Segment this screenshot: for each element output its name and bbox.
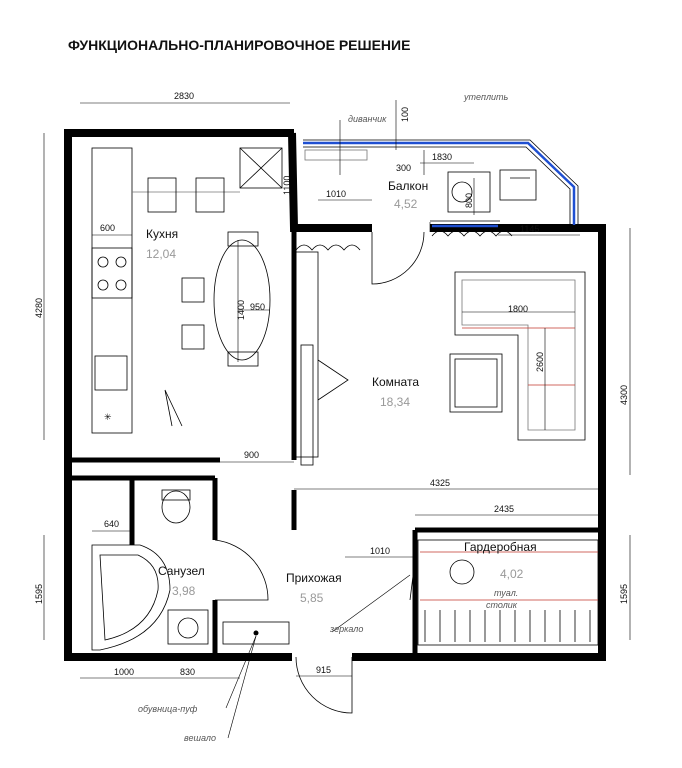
room-name-kitchen: Кухня bbox=[146, 227, 178, 241]
note-uteplit: утеплить bbox=[463, 92, 509, 102]
dim-4325: 4325 bbox=[430, 478, 450, 488]
room-name-wardrobe: Гардеробная bbox=[464, 540, 537, 554]
tv-unit bbox=[295, 251, 319, 458]
room-area-balcony: 4,52 bbox=[394, 197, 418, 211]
dim-300: 300 bbox=[396, 163, 411, 173]
svg-text:✳: ✳ bbox=[104, 412, 112, 422]
bathtub bbox=[91, 544, 171, 651]
dim-1000: 1000 bbox=[114, 667, 134, 677]
room-area-hall: 5,85 bbox=[300, 591, 324, 605]
note-tualet-stolik: туал. столик bbox=[486, 588, 521, 610]
dim-4300: 4300 bbox=[619, 385, 629, 405]
dim-915: 915 bbox=[316, 665, 331, 675]
dim-1145: 1145 bbox=[520, 224, 539, 234]
balcony-furniture bbox=[447, 169, 537, 213]
hall-furniture bbox=[222, 539, 599, 646]
shoe-bench bbox=[222, 621, 290, 645]
room-name-balcony: Балкон bbox=[388, 179, 428, 193]
dim-4280: 4280 bbox=[34, 298, 44, 318]
dim-2600: 2600 bbox=[535, 352, 545, 372]
interior-walls bbox=[68, 228, 602, 657]
dim-800: 800 bbox=[464, 193, 474, 208]
balcony-bench bbox=[304, 149, 368, 161]
fridge-icon bbox=[239, 147, 283, 189]
dim-1830: 1830 bbox=[432, 152, 452, 162]
curtain-left bbox=[295, 244, 361, 251]
balcony-outline bbox=[303, 139, 579, 232]
dim-2435: 2435 bbox=[494, 504, 514, 514]
room-name-hall: Прихожая bbox=[286, 571, 342, 585]
dim-640: 640 bbox=[104, 519, 119, 529]
dimension-lines bbox=[43, 100, 631, 739]
corner-sofa bbox=[454, 271, 586, 441]
toilet bbox=[161, 490, 191, 524]
note-zerkalo: зеркало bbox=[329, 624, 363, 634]
dim-1010-hall: 1010 bbox=[370, 546, 390, 556]
vanity-stool bbox=[449, 559, 475, 585]
note-veshalo: вешало bbox=[184, 733, 216, 743]
curtain-right bbox=[431, 230, 513, 237]
dim-900: 900 bbox=[244, 450, 259, 460]
dim-950: 950 bbox=[250, 302, 265, 312]
washbasin bbox=[167, 609, 209, 645]
dim-1400: 1400 bbox=[236, 300, 246, 320]
note-tualet-line-2: столик bbox=[486, 600, 518, 610]
dim-100: 100 bbox=[400, 107, 410, 122]
room-area-wardrobe: 4,02 bbox=[500, 567, 524, 581]
dim-2830: 2830 bbox=[174, 91, 194, 101]
plan-title: ФУНКЦИОНАЛЬНО-ПЛАНИРОВОЧНОЕ РЕШЕНИЕ bbox=[68, 37, 410, 53]
room-name-bathroom: Санузел bbox=[158, 564, 205, 578]
dim-1595-right: 1595 bbox=[619, 584, 629, 604]
dining-table bbox=[213, 239, 271, 361]
room-name-living: Комната bbox=[372, 375, 419, 389]
stove-icon bbox=[91, 247, 133, 299]
dim-1595-left: 1595 bbox=[34, 584, 44, 604]
armchair bbox=[447, 171, 491, 213]
dim-1800: 1800 bbox=[508, 304, 528, 314]
sink-icon bbox=[94, 355, 128, 391]
note-tualet-line-1: туал. bbox=[494, 588, 518, 598]
insulation-line bbox=[303, 141, 576, 225]
dim-600: 600 bbox=[100, 223, 115, 233]
bathroom-fixtures bbox=[91, 489, 209, 651]
coffee-table bbox=[449, 353, 503, 413]
room-area-living: 18,34 bbox=[380, 395, 410, 409]
dim-830: 830 bbox=[180, 667, 195, 677]
room-area-kitchen: 12,04 bbox=[146, 247, 176, 261]
living-furniture bbox=[295, 230, 586, 466]
note-divanchik: диванчик bbox=[348, 114, 387, 124]
dim-1010-balcony: 1010 bbox=[326, 189, 346, 199]
doors bbox=[214, 231, 425, 714]
room-area-bathroom: 3,98 bbox=[172, 584, 196, 598]
kitchen-furniture: ✳ bbox=[91, 147, 283, 434]
dim-1100: 1100 bbox=[282, 176, 292, 195]
note-obuvnitsa: обувница-пуф bbox=[138, 704, 198, 714]
